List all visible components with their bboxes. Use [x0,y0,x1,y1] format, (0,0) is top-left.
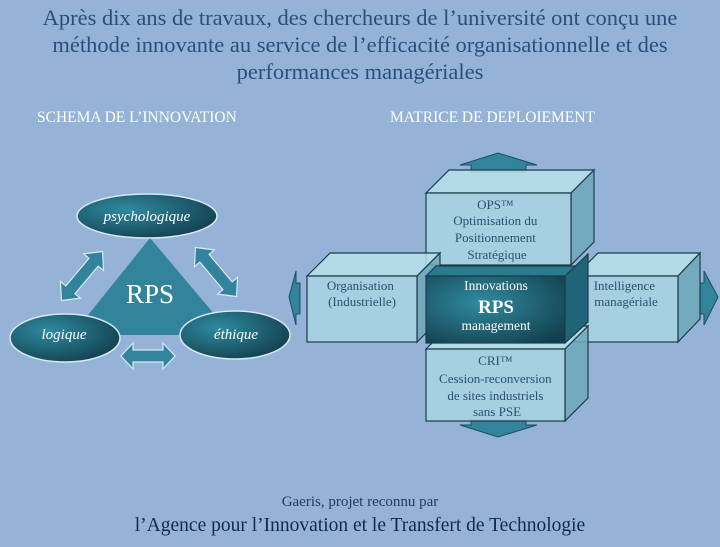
footer-line-1: Gaeris, projet reconnu par [281,494,439,510]
rps-center-label: RPS [478,297,514,318]
innovations-rps-box [424,252,589,345]
title-line-3: performances managériales [236,59,484,84]
arrow-left-icon [288,270,301,326]
psychologique-ellipse [76,193,218,239]
matrice-diagram: OPS™ Optimisation du Positionnement Stra… [288,152,719,438]
double-arrow-icon [120,341,176,371]
double-arrow-icon [193,246,239,298]
intelligence-label: Intelligence managériale [594,278,659,309]
arrow-right-icon [699,270,719,326]
title-line-2: méthode innovante au service de l’effica… [52,32,668,57]
title-line-1: Après dix ans de travaux, des chercheurs… [42,5,678,30]
ops-label: OPS™ Optimisation du Positionnement Stra… [453,197,540,262]
footer-line-2: l’Agence pour l’Innovation et le Transfe… [134,515,586,536]
schema-heading: SCHEMA DE L’INNOVATION [37,109,237,126]
double-arrow-icon [59,250,105,302]
rps-label: RPS [126,279,174,309]
psychologique-label: psychologique [103,209,191,225]
logique-ellipse [9,313,121,363]
organisation-label: Organisation (Industrielle) [327,278,397,309]
intelligence-box [573,251,702,344]
cri-label: CRI™ Cession-reconversion de sites indus… [439,353,555,419]
arrow-up-icon [459,152,538,173]
logique-label: logique [42,327,87,343]
ethique-label: éthique [214,327,258,343]
ops-box [424,168,596,267]
innovations-label: Innovations [464,278,528,293]
matrice-heading: MATRICE DE DEPLOIEMENT [390,109,595,126]
management-label: management [462,318,531,333]
ethique-ellipse [179,310,291,360]
arrow-down-icon [459,419,538,438]
rps-triangle [72,238,232,335]
page-title: Après dix ans de travaux, des chercheurs… [0,4,720,85]
schema-diagram: psychologique logique éthique RPS [9,193,291,371]
